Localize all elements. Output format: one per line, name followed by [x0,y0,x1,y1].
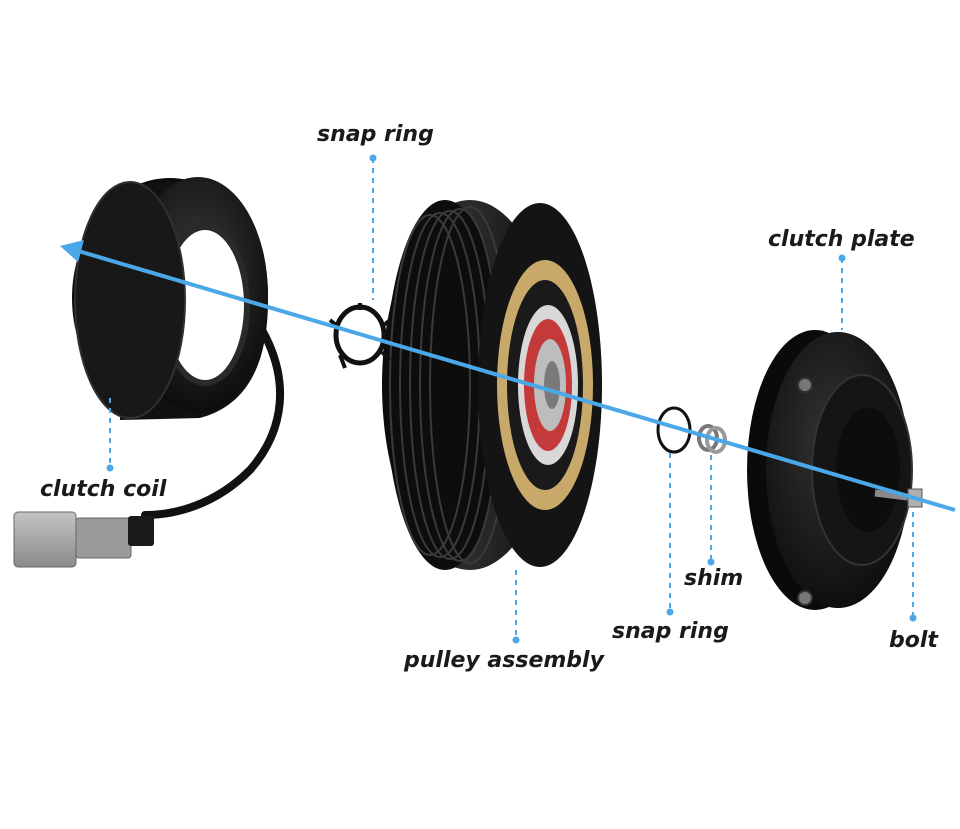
leader-lines [109,158,914,640]
leader-dots [106,154,917,644]
coil-cable [141,326,284,519]
axis-arrow [60,240,956,512]
label-snap-ring-top: snap ring [317,122,434,147]
label-bolt: bolt [889,628,938,653]
clutch-coil [13,177,284,568]
label-clutch-plate: clutch plate [768,227,915,252]
label-snap-ring-bottom: snap ring [612,619,729,644]
snap-ring-top-part [328,303,392,369]
clutch-plate [747,330,913,610]
label-clutch-coil: clutch coil [40,477,167,502]
label-pulley-assembly: pulley assembly [404,648,604,673]
pulley-assembly [382,200,602,570]
coil-connector [13,511,154,568]
label-shim: shim [684,566,744,591]
